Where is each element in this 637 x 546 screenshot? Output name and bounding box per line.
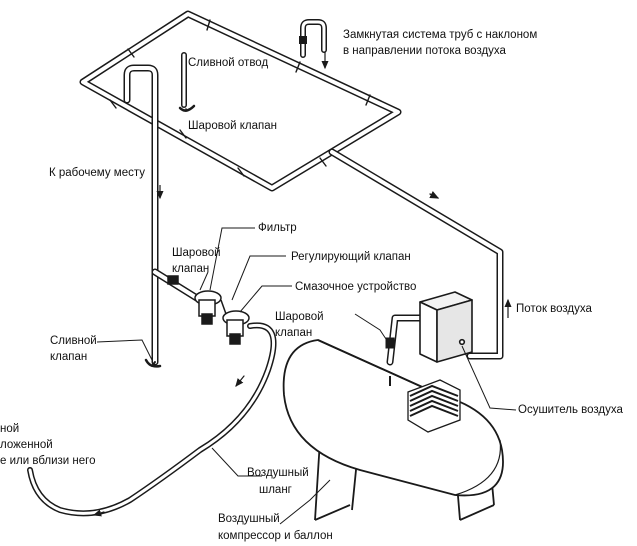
compressor-head xyxy=(407,379,461,433)
label-drain-valve-line2: клапан xyxy=(50,351,88,363)
label-closed-loop-line1: Замкнутая система труб с наклоном xyxy=(343,29,538,41)
label-ball-valve-right-line2: клапан xyxy=(275,327,313,339)
workplace-drop-pipe xyxy=(123,64,204,368)
label-air-flow: Поток воздуха xyxy=(516,303,592,315)
label-to-workplace: К рабочему месту xyxy=(49,167,145,179)
label-ball-valve-top: Шаровой клапан xyxy=(188,120,277,132)
label-air-hose-line1: Воздушный xyxy=(247,467,309,479)
top-right-riser xyxy=(299,19,327,58)
label-compressor-line2: компрессор и баллон xyxy=(218,530,333,542)
label-filter: Фильтр xyxy=(258,222,297,234)
air-hose xyxy=(27,322,277,517)
label-drain-valve-line1: Сливной xyxy=(50,335,97,347)
tank-ball-valve xyxy=(385,337,395,386)
label-ball-valve-left-line2: клапан xyxy=(172,263,210,275)
frl-unit xyxy=(167,275,250,345)
flow-arrows xyxy=(156,52,512,318)
label-regulating-valve: Регулирующий клапан xyxy=(291,251,411,263)
label-air-dryer: Осушитель воздуха xyxy=(518,404,623,416)
compressor-tank xyxy=(282,339,504,521)
label-cut-line1: ной xyxy=(0,423,20,435)
label-cut-line3: е или вблизи него xyxy=(0,455,96,467)
label-lubricator: Смазочное устройство xyxy=(295,281,417,293)
label-compressor-line1: Воздушный xyxy=(218,513,280,525)
label-cut-line2: ложенной xyxy=(0,439,53,451)
closed-loop-pipes xyxy=(79,10,402,192)
label-ball-valve-left-line1: Шаровой xyxy=(172,247,221,259)
label-air-hose-line2: шланг xyxy=(259,484,292,496)
leader-lines xyxy=(96,108,517,525)
label-closed-loop-line2: в направлении потока воздуха xyxy=(343,45,506,57)
air-dryer xyxy=(419,291,473,363)
label-ball-valve-right-line1: Шаровой xyxy=(275,311,324,323)
label-drain-branch: Сливной отвод xyxy=(188,57,269,69)
